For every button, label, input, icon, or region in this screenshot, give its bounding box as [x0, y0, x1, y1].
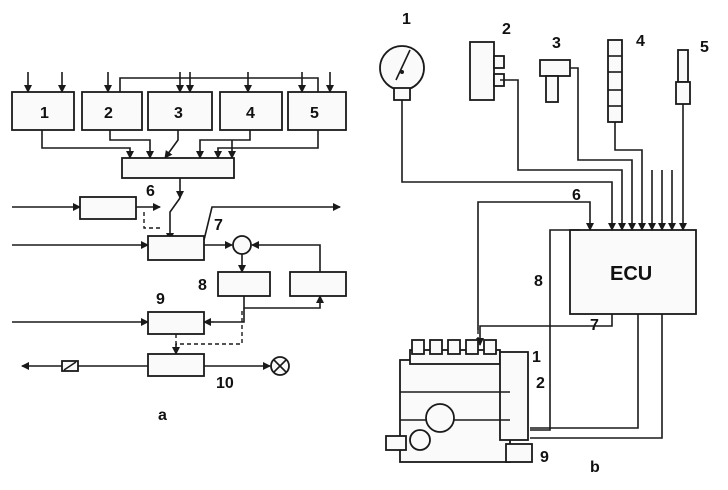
a-block-6 [79, 196, 137, 220]
ecu-box [569, 229, 697, 315]
a-block-8 [217, 271, 271, 297]
diagram-a: 1 2 3 4 5 6 7 8 [11, 72, 347, 424]
b-component-label-5: 5 [700, 39, 709, 56]
b-component-label-3: 3 [552, 35, 561, 52]
a-sensor-label-4: 4 [246, 105, 255, 122]
a-label-10: 10 [216, 375, 234, 392]
injection-pump-drawing [385, 339, 533, 463]
a-block-10 [147, 353, 205, 377]
a-feedback-box [289, 271, 347, 297]
b-caption: b [590, 459, 600, 476]
a-sensor-box-5 [287, 91, 347, 131]
a-sensor-box-3 [147, 91, 213, 131]
a-block-7 [147, 235, 205, 261]
ecu-label: ECU [610, 263, 652, 285]
a-label-6: 6 [146, 183, 155, 200]
b-pump-label-1: 1 [532, 349, 541, 366]
b-component-label-2: 2 [502, 21, 511, 38]
injector-icon [607, 39, 623, 123]
b-component-label-1: 1 [402, 11, 411, 28]
sensor-block-icon [469, 41, 505, 101]
a-label-8: 8 [198, 277, 207, 294]
a-sensor-label-3: 3 [174, 105, 183, 122]
diagram-b: 1 2 3 4 [379, 11, 709, 476]
gauge-icon [379, 45, 425, 101]
a-sensor-label-2: 2 [104, 105, 113, 122]
b-pump-label-2: 2 [536, 375, 545, 392]
glow-plug-icon [675, 49, 691, 105]
a-summing-junction [232, 235, 252, 255]
a-caption: a [158, 407, 167, 424]
temperature-sensor-icon [539, 59, 571, 103]
a-block-9 [147, 311, 205, 335]
a-label-9: 9 [156, 291, 165, 308]
b-component-label-4: 4 [636, 33, 645, 50]
a-sensor-label-1: 1 [40, 105, 49, 122]
a-sensor-box-2 [81, 91, 143, 131]
b-label-8: 8 [534, 273, 543, 290]
a-sensor-label-5: 5 [310, 105, 319, 122]
b-pump-label-9: 9 [540, 449, 549, 466]
a-collector-box [121, 157, 235, 179]
a-label-7: 7 [214, 217, 223, 234]
a-sensor-box-1 [11, 91, 75, 131]
a-sensor-box-4 [219, 91, 283, 131]
b-label-6: 6 [572, 187, 581, 204]
